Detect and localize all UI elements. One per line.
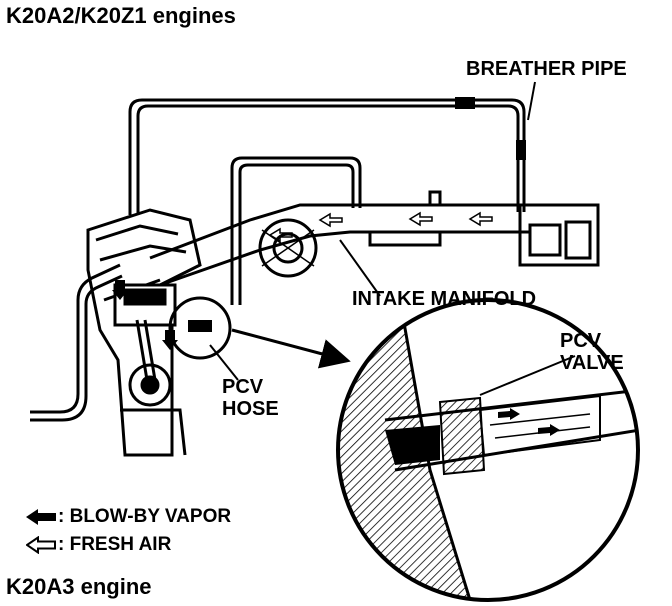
pcv-valve-label-line1: PCV bbox=[560, 330, 602, 352]
engine-block bbox=[86, 208, 202, 457]
pcv-valve-detail-view bbox=[336, 298, 640, 602]
bottom-title: K20A3 engine bbox=[6, 574, 152, 599]
legend-fresh-air: : FRESH AIR bbox=[26, 534, 171, 556]
breather-pipe bbox=[128, 98, 526, 215]
air-intake-pipe bbox=[30, 263, 123, 422]
pcv-valve-label-line2: VALVE bbox=[560, 352, 624, 374]
breather-pipe-clamp bbox=[516, 140, 526, 160]
pcv-valve-small bbox=[188, 320, 212, 332]
breather-pipe-clamp bbox=[455, 97, 475, 109]
pcv-valve-location-marker bbox=[168, 296, 232, 360]
throttle-body bbox=[258, 218, 318, 278]
detail-pointer-arrow bbox=[231, 328, 351, 369]
pcv-hose-label-line1: PCV bbox=[222, 376, 264, 398]
pcv-hose bbox=[230, 156, 362, 305]
intake-manifold-label: INTAKE MANIFOLD bbox=[352, 288, 537, 310]
breather-pipe-label: BREATHER PIPE bbox=[466, 58, 627, 80]
legend-blow-by: : BLOW-BY VAPOR bbox=[26, 506, 231, 528]
pcv-hose-label-line2: HOSE bbox=[222, 398, 279, 420]
blow-by-arrows bbox=[112, 280, 178, 350]
intake-manifold bbox=[149, 190, 600, 287]
leader-lines bbox=[209, 81, 576, 396]
pcv-valve-label: PCV VALVE bbox=[560, 330, 624, 374]
legend-fresh-air-text: : FRESH AIR bbox=[58, 534, 172, 555]
blow-by-arrow-icon bbox=[26, 509, 56, 525]
fresh-air-arrow-icon bbox=[26, 536, 56, 554]
pcv-hose-label: PCV HOSE bbox=[222, 376, 279, 420]
top-title: K20A2/K20Z1 engines bbox=[6, 3, 236, 28]
legend-blow-by-text: : BLOW-BY VAPOR bbox=[58, 506, 232, 527]
